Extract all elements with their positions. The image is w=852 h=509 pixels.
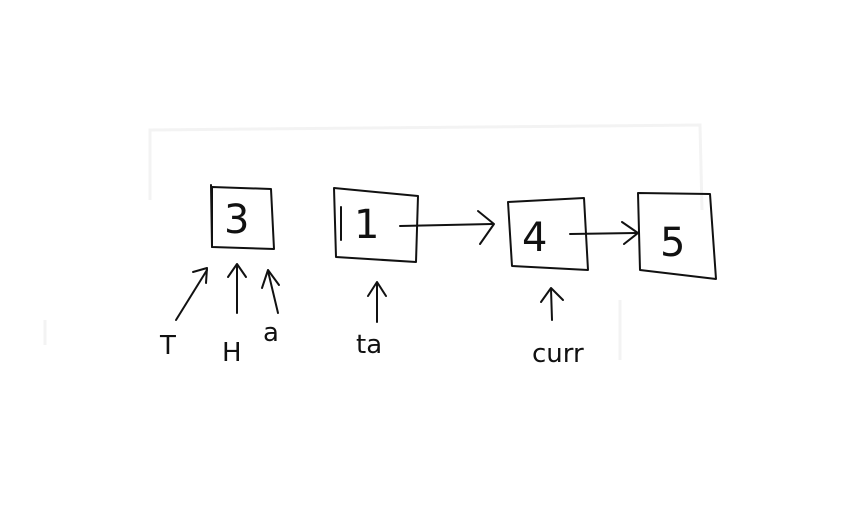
pointer-arrow-H <box>227 263 247 314</box>
node-value-4: 4 <box>522 215 547 261</box>
label-ta: ta <box>356 330 382 360</box>
node-value-5: 5 <box>660 220 685 266</box>
pointer-arrow-ta <box>367 281 387 323</box>
node-box-5 <box>637 192 717 280</box>
link-arrow-4-to-5 <box>569 221 639 245</box>
pointer-arrow-T <box>175 267 208 321</box>
label-curr: curr <box>532 339 584 369</box>
node-box-1 <box>333 187 419 263</box>
node-value-1: 1 <box>354 202 379 248</box>
label-H: H <box>222 338 242 368</box>
background-remnants <box>43 123 704 360</box>
label-T: T <box>159 331 176 361</box>
node-value-3: 3 <box>224 197 249 243</box>
pointer-arrow-a <box>261 269 280 314</box>
node-box-4 <box>507 197 589 271</box>
pointer-arrow-curr <box>540 287 564 321</box>
link-arrow-1-to-4 <box>399 210 495 245</box>
node-box-3 <box>210 184 275 250</box>
label-a: a <box>263 318 279 348</box>
